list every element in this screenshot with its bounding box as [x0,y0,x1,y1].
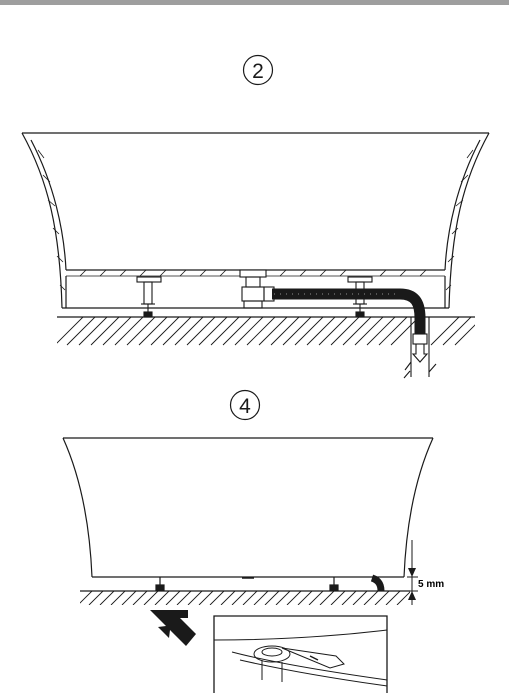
floor-hatching-step-2 [57,316,475,346]
drain-hose-end [370,574,385,592]
bathtub-installed-view [62,437,434,579]
leveling-foot-front-right [329,577,339,591]
height-dimension: 5 mm [407,540,444,605]
leveling-foot-front-left [155,577,165,591]
leveling-foot-left [136,276,162,318]
top-divider-bar [0,0,509,5]
wrench-detail-inset [213,615,388,693]
bathtub-side-view [21,132,490,309]
push-arrow-icon [150,610,196,646]
floor-drain-pipe [403,317,437,379]
drain-hose [272,288,428,345]
step-2-marker: 2 [242,54,274,86]
step-4-marker: 4 [229,389,261,421]
dimension-label: 5 mm [418,579,444,590]
floor-hatching-step-4 [80,590,410,605]
step-4-number: 4 [239,395,251,418]
step-2-number: 2 [252,60,264,83]
basin-bottom-hatching [79,269,427,277]
